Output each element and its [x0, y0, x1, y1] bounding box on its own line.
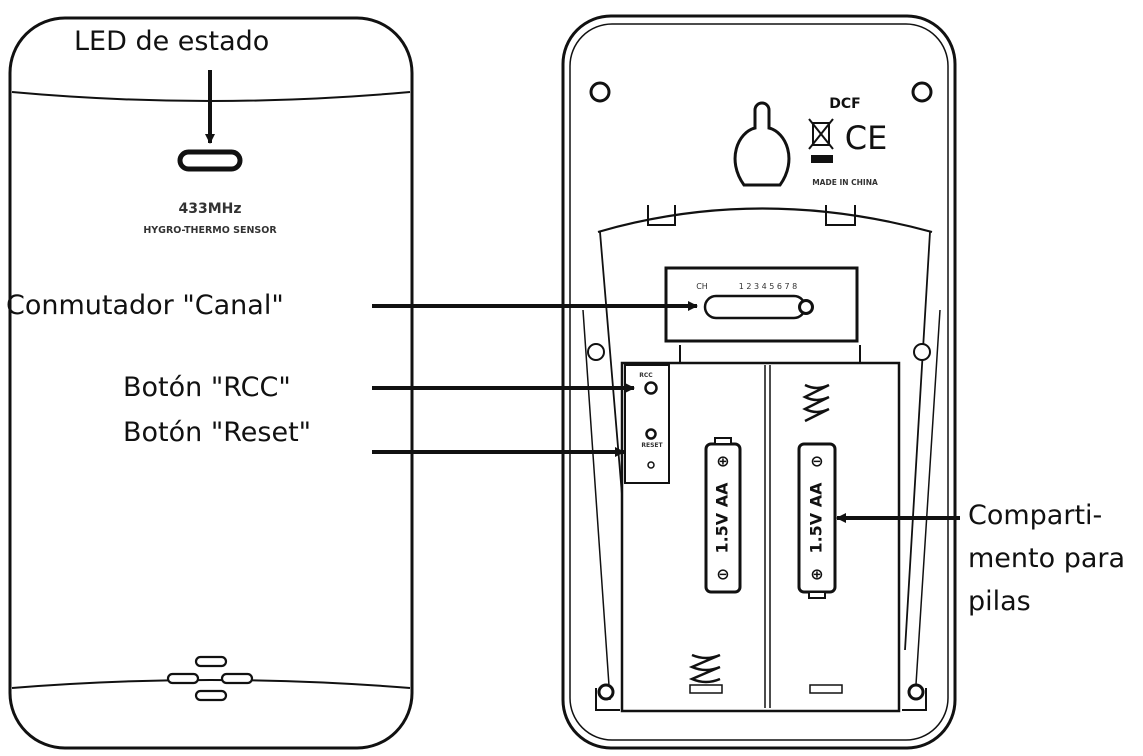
- wall-hanger-keyhole: [733, 101, 791, 187]
- label-battery-line3: pilas: [968, 586, 1031, 617]
- reset-hole: [645, 428, 657, 440]
- battery-right: 1.5V AA ⊖ ⊕: [797, 442, 837, 599]
- screw-bottom-right: [907, 683, 925, 701]
- label-reset-button: Botón "Reset": [123, 417, 312, 448]
- channel-numbers-text: 1 2 3 4 5 6 7 8: [739, 282, 798, 291]
- channel-slider-knob: [798, 299, 814, 315]
- vent-slots: [166, 655, 254, 702]
- back-sensor-device: DCF CE MADE IN CHINA RCC RESET: [561, 14, 957, 750]
- label-led: LED de estado: [74, 26, 270, 57]
- status-led: [177, 149, 243, 172]
- svg-text:⊖: ⊖: [810, 452, 823, 471]
- screw-top-left: [589, 81, 611, 103]
- battery-left: 1.5V AA ⊕ ⊖: [704, 437, 742, 594]
- svg-text:⊕: ⊕: [810, 565, 823, 584]
- battery-compartment: RCC RESET 1.5V AA ⊕ ⊖ 1.5V AA: [620, 345, 901, 713]
- frequency-text: 433MHz: [178, 201, 241, 217]
- channel-prefix-text: CH: [696, 282, 708, 291]
- label-channel-switch: Conmutador "Canal": [6, 290, 284, 321]
- screw-top-right: [911, 81, 933, 103]
- label-rcc-button: Botón "RCC": [123, 372, 291, 403]
- side-screw-left: [587, 343, 605, 361]
- rcc-button: [644, 381, 658, 395]
- side-screw-right: [913, 343, 931, 361]
- channel-slider-slot: [703, 294, 807, 320]
- front-sensor-device: 433MHz HYGRO-THERMO SENSOR: [8, 16, 414, 750]
- rcc-small-text: RCC: [639, 372, 653, 379]
- screw-bottom-left: [597, 683, 615, 701]
- label-battery-line2: mento para: [968, 543, 1126, 574]
- sensor-name-text: HYGRO-THERMO SENSOR: [143, 225, 277, 236]
- weee-bin-icon: [808, 118, 834, 163]
- front-bottom-band: [11, 679, 411, 689]
- spring-bottom: [688, 653, 721, 684]
- dcf-text: DCF: [829, 96, 860, 112]
- made-in-text: MADE IN CHINA: [812, 178, 878, 187]
- spring-top: [802, 383, 830, 423]
- battery-left-label: 1.5V AA: [713, 482, 732, 554]
- svg-text:⊖: ⊖: [716, 565, 729, 584]
- front-device-body: [8, 16, 414, 750]
- label-battery-line1: Comparti-: [968, 500, 1103, 531]
- svg-text:⊕: ⊕: [716, 452, 729, 471]
- annotation-arrows: [205, 70, 960, 523]
- battery-right-label: 1.5V AA: [807, 482, 826, 554]
- reset-small-text: RESET: [641, 442, 663, 449]
- ce-mark: CE: [845, 119, 888, 157]
